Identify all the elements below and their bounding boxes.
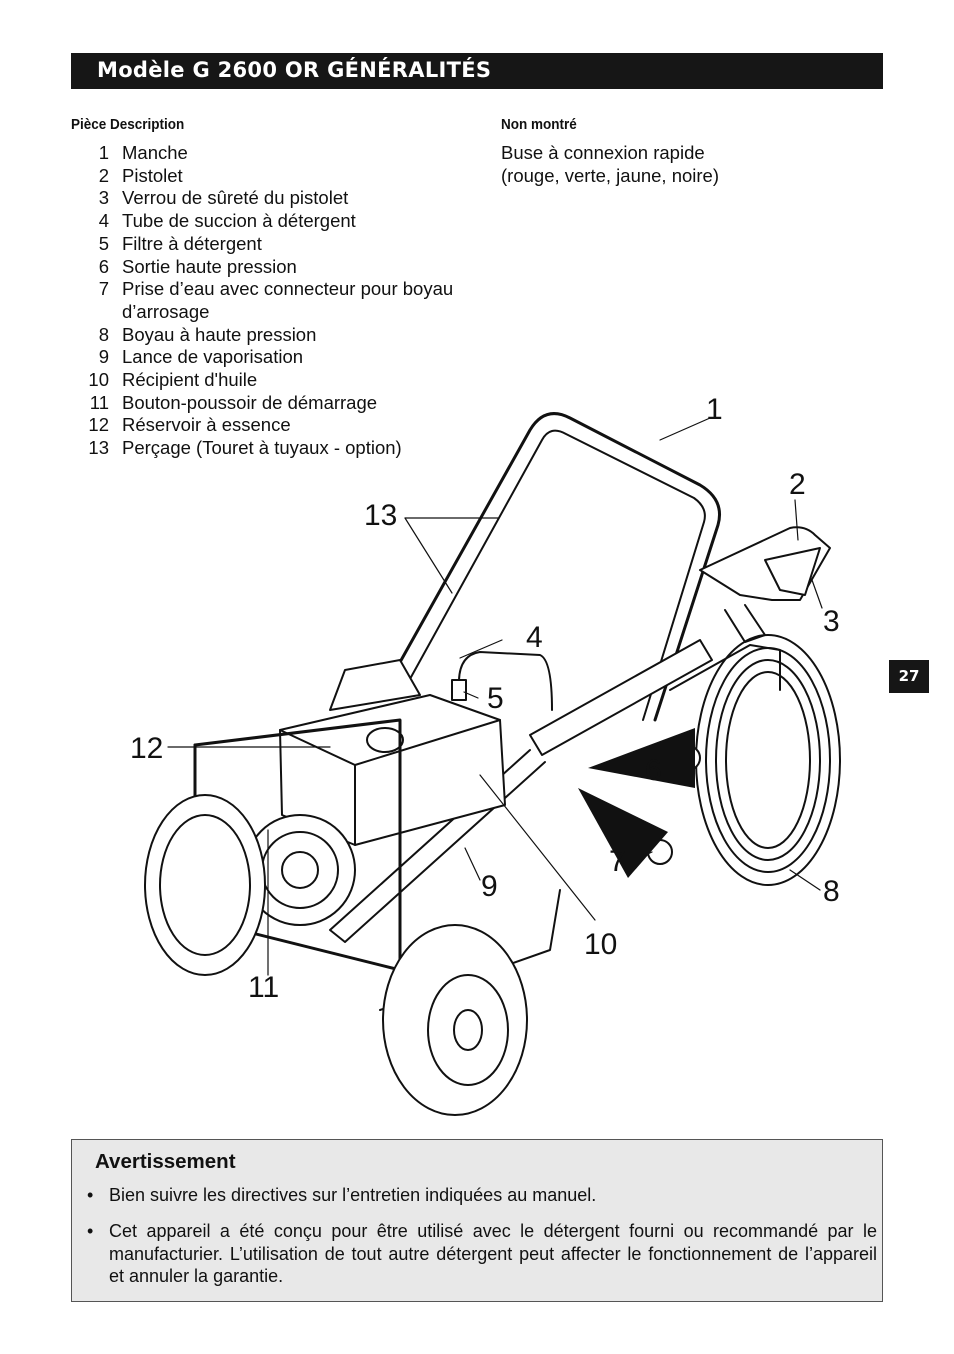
bullet: • [87,1185,94,1205]
callout-13: 13 [364,499,398,532]
not-shown-line: Buse à connexion rapide [501,142,705,163]
callout-1: 1 [706,393,723,426]
callout-7: 7 [609,845,626,878]
list-item: 7 Prise d’eau avec connecteur pour boyau… [98,278,454,322]
not-shown-line: (rouge, verte, jaune, noire) [501,164,720,186]
callout-4: 4 [526,621,543,654]
callout-5: 5 [487,682,504,715]
callout-9: 9 [481,870,498,903]
warning-title: Avertissement [95,1150,236,1173]
bullet: • [87,1221,94,1241]
callout-11: 11 [248,971,280,1004]
callout-2: 2 [789,468,806,501]
warning-text: Bien suivre les directives sur l’entreti… [109,1185,597,1205]
callout-8: 8 [823,875,840,908]
callout-12: 12 [130,732,164,765]
warning-text: Cet appareil a été conçu pour être utili… [109,1221,877,1286]
warning-item: • Cet appareil a été conçu pour être uti… [87,1220,877,1288]
not-shown-text: Buse à connexion rapide (rouge, verte, j… [501,142,719,187]
callout-6: 6 [645,754,662,787]
not-shown-header: Non montré [501,116,577,133]
page-number-tab: 27 [889,660,929,693]
section-title-bar: Modèle G 2600 OR GÉNÉRALITÉS [71,53,883,89]
section-title: Modèle G 2600 OR GÉNÉRALITÉS [97,58,492,82]
warning-box: Avertissement • Bien suivre les directiv… [71,1139,883,1302]
callout-3: 3 [823,605,840,638]
list-item-continuation: d’arrosage [122,300,210,322]
pressure-washer-illustration [144,412,841,1116]
warning-item: • Bien suivre les directives sur l’entre… [87,1184,877,1207]
parts-column-header: Pièce Description [71,116,185,133]
callout-10: 10 [584,928,618,961]
